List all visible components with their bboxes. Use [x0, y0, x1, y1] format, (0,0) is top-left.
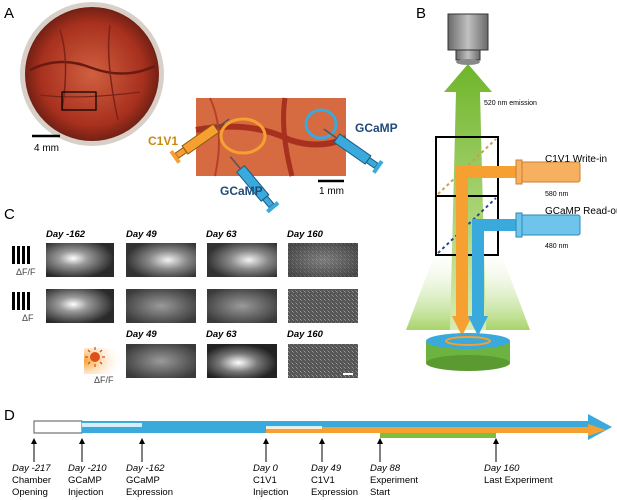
- svg-text:Day 160: Day 160: [484, 463, 520, 474]
- row3-header-3: Day 160: [287, 329, 324, 340]
- svg-text:Day 49: Day 49: [311, 463, 342, 474]
- svg-text:Last Experiment: Last Experiment: [484, 475, 553, 486]
- cranial-window-photo: [20, 2, 164, 146]
- event-gcamp-expression: Day -162 GCaMP Expression: [126, 438, 173, 498]
- camera-icon: [447, 13, 489, 65]
- image-row3-col2: [207, 344, 277, 378]
- gcamp-syringe-bottom-icon: [229, 156, 280, 214]
- gcamp-injection-site: [304, 108, 338, 140]
- c1v1-beam-path: [456, 166, 520, 318]
- svg-text:Day 88: Day 88: [370, 463, 401, 474]
- col-header-1: Day -162: [46, 229, 86, 240]
- dichroic-mirror-upper: [437, 138, 497, 195]
- gcamp-beam-arrowhead: [468, 316, 488, 336]
- gcamp-wavelength-label: 480 nm: [545, 243, 569, 250]
- timeline-chamber-segment: [33, 420, 83, 434]
- col-header-3: Day 63: [206, 229, 237, 240]
- svg-text:Day -162: Day -162: [126, 463, 165, 474]
- svg-text:C1V1: C1V1: [253, 475, 277, 486]
- grating-stimulus-icon-row1: [12, 246, 30, 264]
- image-scale-bar: [343, 373, 353, 375]
- gcamp-syringe-top-icon: [323, 128, 384, 174]
- gcamp-beam-path: [472, 219, 520, 318]
- image-row3-col1: [126, 344, 196, 378]
- event-last-experiment: Day 160 Last Experiment: [484, 438, 553, 486]
- svg-text:C1V1: C1V1: [311, 475, 335, 486]
- row3-header-2: Day 63: [206, 329, 237, 340]
- timeline-c1v1-bar: [266, 427, 590, 433]
- syringe-gcamp-bottom-label: GCaMP: [220, 184, 263, 198]
- emission-label: 520 nm emission: [484, 100, 537, 107]
- gcamp-led-icon: [515, 212, 581, 238]
- panel-b-letter: B: [416, 5, 426, 22]
- c1v1-writein-label: C1V1 Write-in: [545, 154, 607, 165]
- row3-label: ΔF/F: [94, 375, 114, 385]
- syringe-gcamp-top-label: GCaMP: [355, 121, 398, 135]
- col-header-4: Day 160: [287, 229, 324, 240]
- svg-text:Chamber: Chamber: [12, 475, 51, 486]
- c1v1-wavelength-label: 580 nm: [545, 191, 569, 198]
- column-headers-row3: Day 49 Day 63 Day 160: [126, 329, 324, 340]
- grating-stimulus-icon-row2: [12, 292, 30, 310]
- row2-label: ΔF: [22, 313, 34, 323]
- svg-text:GCaMP: GCaMP: [126, 475, 160, 486]
- svg-text:Expression: Expression: [311, 487, 358, 498]
- image-row2-col2: [126, 289, 196, 323]
- c1v1-injection-site: [219, 117, 267, 155]
- panel-c-letter: C: [4, 206, 15, 223]
- image-row3-col3: [288, 344, 358, 378]
- col-header-2: Day 49: [126, 229, 157, 240]
- scale-bar-right-label: 1 mm: [319, 186, 344, 197]
- svg-text:GCaMP: GCaMP: [68, 475, 102, 486]
- event-c1v1-injection: Day 0 C1V1 Injection: [253, 438, 288, 498]
- image-row2-col1: [46, 289, 114, 323]
- c1v1-syringe-icon: [169, 118, 230, 164]
- svg-text:Injection: Injection: [68, 487, 103, 498]
- image-row1-col3: [207, 243, 277, 277]
- zoom-region-box: [61, 91, 97, 111]
- optogenetic-light-icon: [84, 347, 124, 374]
- svg-text:Expression: Expression: [126, 487, 173, 498]
- timeline: [33, 414, 612, 440]
- event-gcamp-injection: Day -210 GCaMP Injection: [68, 438, 107, 498]
- image-row1-col2: [126, 243, 196, 277]
- dichroic-mirror-lower: [437, 197, 497, 254]
- sample-dish-icon: [426, 333, 510, 371]
- svg-text:Injection: Injection: [253, 487, 288, 498]
- timeline-events: Day -217 Chamber Opening Day -210 GCaMP …: [12, 438, 553, 498]
- svg-text:Day -210: Day -210: [68, 463, 107, 474]
- event-c1v1-expression: Day 49 C1V1 Expression: [311, 438, 358, 498]
- event-chamber-opening: Day -217 Chamber Opening: [12, 438, 51, 498]
- c1v1-led-icon: [515, 159, 581, 185]
- svg-text:Experiment: Experiment: [370, 475, 418, 486]
- row3-header-1: Day 49: [126, 329, 157, 340]
- panel-a-letter: A: [4, 5, 14, 22]
- panel-d-letter: D: [4, 407, 15, 424]
- image-row2-col3: [207, 289, 277, 323]
- c1v1-beam-arrowhead: [452, 316, 472, 336]
- zoomed-cortex-photo: [195, 97, 348, 177]
- image-row1-col1: [46, 243, 114, 277]
- svg-text:Day 0: Day 0: [253, 463, 279, 474]
- event-experiment-start: Day 88 Experiment Start: [370, 438, 418, 498]
- gcamp-readout-label: GCaMP Read-out: [545, 206, 617, 217]
- image-row2-col4: [288, 289, 358, 323]
- svg-text:Start: Start: [370, 487, 390, 498]
- column-headers-row1: Day -162 Day 49 Day 63 Day 160: [46, 229, 324, 240]
- svg-text:Opening: Opening: [12, 487, 48, 498]
- svg-text:Day -217: Day -217: [12, 463, 51, 474]
- row1-label: ΔF/F: [16, 267, 36, 277]
- timeline-experiment-bar: [380, 433, 496, 438]
- scale-bar-left-label: 4 mm: [34, 143, 59, 154]
- syringe-c1v1-label: C1V1: [148, 134, 178, 148]
